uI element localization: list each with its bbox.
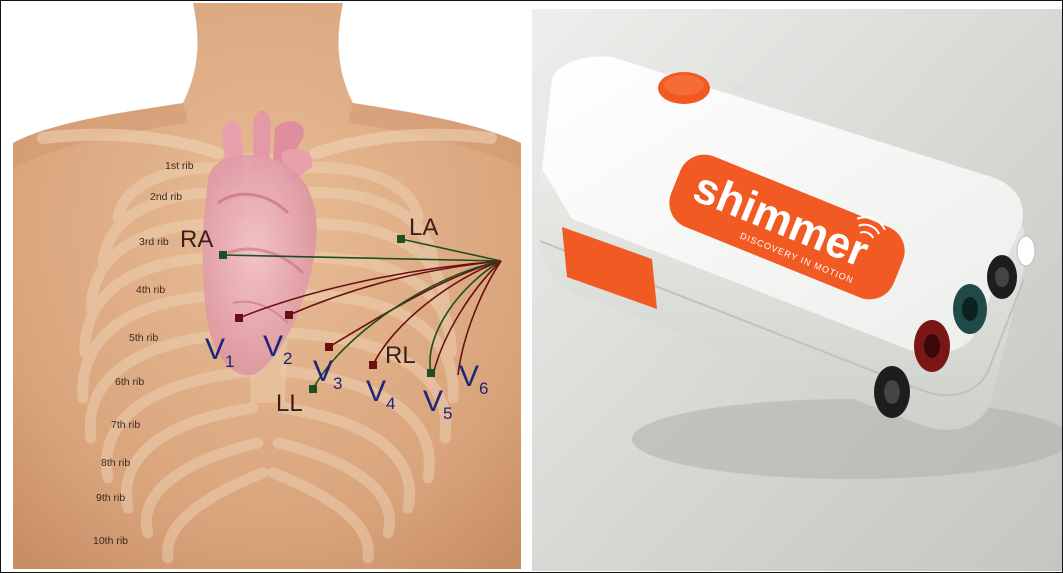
v-subscript: 2 [283,349,292,368]
led-indicator [763,93,783,105]
port-connector [1017,236,1035,266]
v-label: V [313,355,333,388]
electrode-la [397,235,405,243]
v-subscript: 4 [386,394,395,413]
v-label: V [366,375,386,408]
lead-label-rl: RL [385,342,416,369]
electrode-v1 [235,314,243,322]
chest-illustration: 1st rib 2nd rib 3rd rib 4th rib 5th rib … [13,3,521,569]
v-subscript: 5 [443,404,452,423]
electrode-v5 [427,369,435,377]
v-subscript: 1 [225,352,234,371]
rib-label: 6th rib [115,376,144,388]
lead-label-ll: LL [276,390,303,417]
v-label: V [263,330,283,363]
v-subscript: 3 [333,374,342,393]
device-illustration: shimmer DISCOVERY IN MOTION [532,9,1062,571]
rib-label: 4th rib [136,284,165,296]
rib-label: 3rd rib [139,236,169,248]
electrode-v4 [369,361,377,369]
rib-label: 10th rib [93,535,128,547]
rib-label: 1st rib [165,160,194,172]
rib-label: 5th rib [129,332,158,344]
lead-label-ra: RA [180,226,213,253]
rib-label: 8th rib [101,457,130,469]
electrode-v2 [285,311,293,319]
electrode-v3 [325,343,333,351]
v-subscript: 6 [479,379,488,398]
rib-label: 2nd rib [150,191,182,203]
v-label: V [205,333,225,366]
electrode-ra [219,251,227,259]
shimmer-device-photo: shimmer DISCOVERY IN MOTION [532,9,1062,571]
v-label: V [423,385,443,418]
lead-label-la: LA [409,214,438,241]
v-label: V [459,360,479,393]
rib-label: 9th rib [96,492,125,504]
rib-label: 7th rib [111,419,140,431]
led-indicator [732,82,750,92]
ecg-electrode-diagram: 1st rib 2nd rib 3rd rib 4th rib 5th rib … [13,3,521,569]
